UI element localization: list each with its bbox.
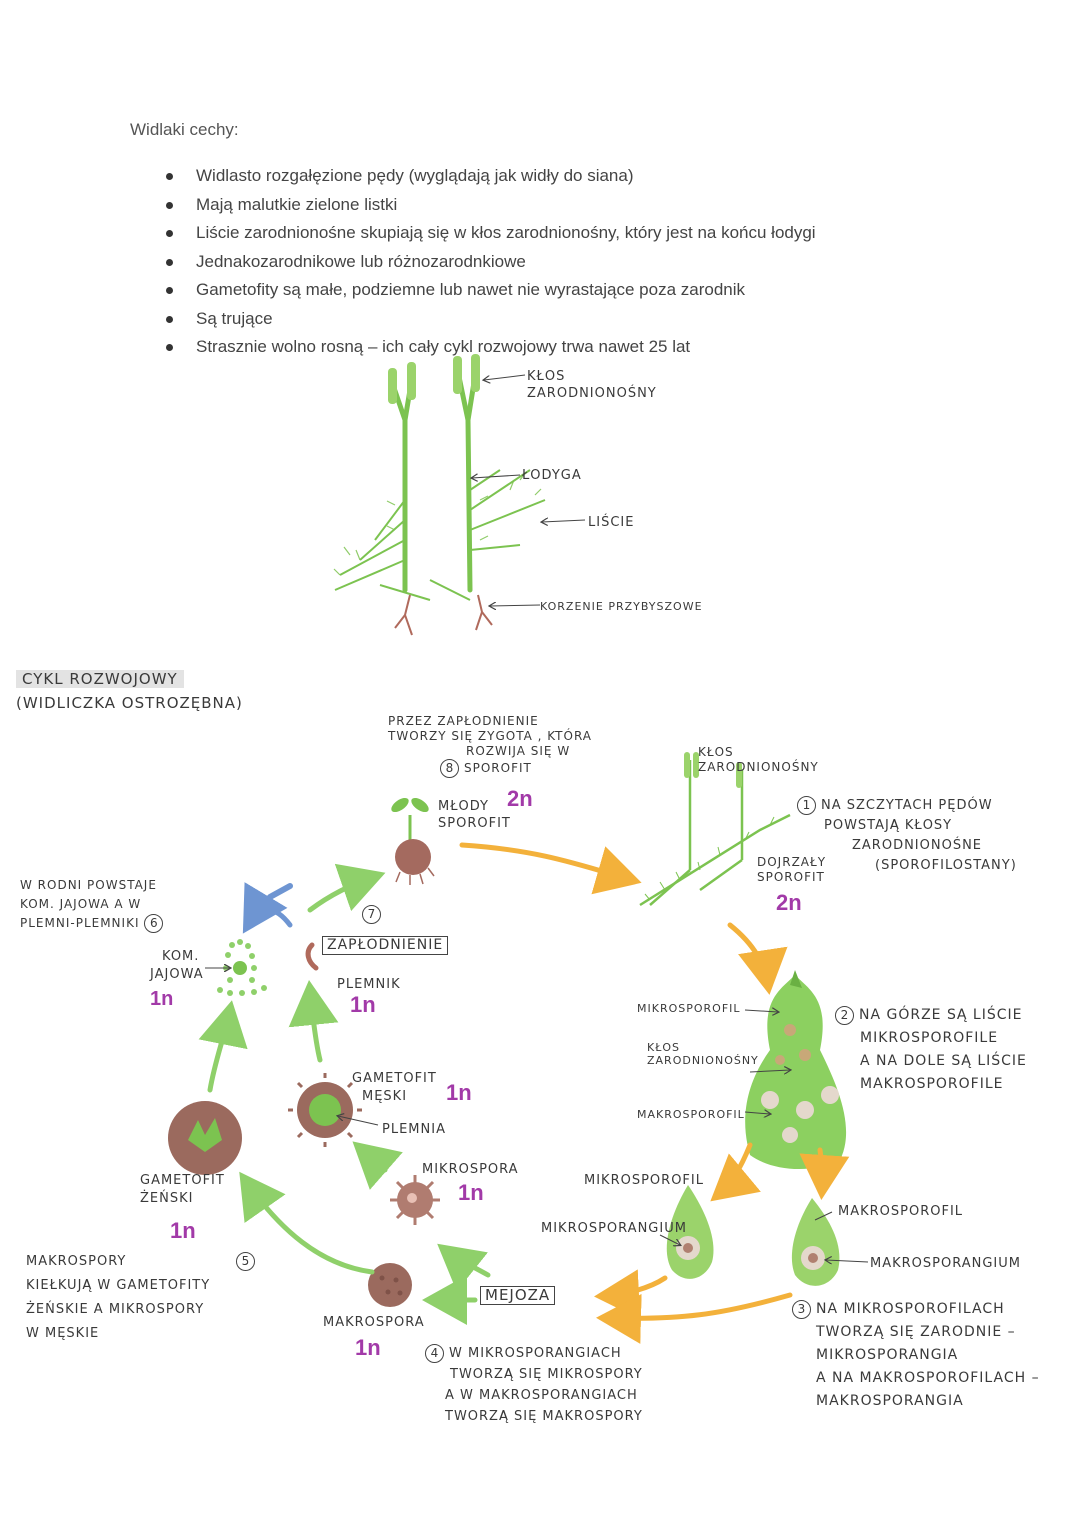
step-number: 2 — [835, 1006, 854, 1025]
label-sperm: PLEMNIK — [337, 977, 401, 992]
ploidy-microspore: 1n — [458, 1180, 484, 1205]
cycle-subtitle: (WIDLICZKA OSTROZĘBNA) — [16, 694, 243, 712]
label-top-strobilus: KŁOS ZARODNIONOŚNY — [698, 745, 819, 774]
female-gametophyte — [168, 1101, 242, 1175]
ploidy-macrospore: 1n — [355, 1335, 381, 1360]
ploidy-male-gametophyte: 1n — [446, 1080, 472, 1105]
list-item: Strasznie wolno rosną – ich cały cykl ro… — [160, 333, 816, 362]
label-macrosporophyll: MAKROSPOROFIL — [838, 1204, 964, 1219]
step-number: 1 — [797, 796, 816, 815]
label-roots: KORZENIE PRZYBYSZOWE — [540, 600, 703, 613]
step-number: 3 — [792, 1300, 811, 1319]
label-strobilus-mid: KŁOS ZARODNIONOŚNY — [647, 1041, 759, 1067]
page-title: Widlaki cechy: — [130, 120, 239, 139]
label-strobilus: KŁOS ZARODNIONOŚNY — [527, 369, 657, 401]
step-6-text: W RODNI POWSTAJE KOM. JAJOWA A W PLEMNI-… — [20, 876, 168, 933]
label-egg-cell: KOM. JAJOWA — [150, 949, 204, 982]
label-stem: ŁODYGA — [522, 468, 582, 483]
list-item: Gametofity są małe, podziemne lub nawet … — [160, 276, 816, 305]
label-fertilization: ZAPŁODNIENIE — [322, 936, 449, 955]
cycle-title: CYKL ROZWOJOWY (WIDLICZKA OSTROZĘBNA) — [16, 670, 243, 712]
label-macrospore: MAKROSPORA — [323, 1315, 425, 1330]
label-microsporophyll-top: MIKROSPOROFIL — [637, 1002, 741, 1015]
macrosporophyll — [791, 1198, 840, 1286]
label-leaves: LIŚCIE — [588, 515, 635, 530]
label-antheridium: PLEMNIA — [382, 1122, 446, 1137]
step-number: 8 — [440, 759, 459, 778]
label-meiosis: MEJOZA — [480, 1286, 556, 1305]
list-item: Mają malutkie zielone listki — [160, 191, 816, 220]
step-7-number: 7 — [362, 905, 386, 924]
step-number: 5 — [236, 1252, 255, 1271]
label-male-gametophyte: GAMETOFIT MĘSKI — [352, 1071, 437, 1104]
label-young-sporophyte: MŁODY SPOROFIT — [438, 799, 511, 831]
young-sporophyte — [391, 797, 435, 885]
ploidy-mature-sporophyte: 2n — [776, 890, 802, 915]
microsporophyll — [666, 1185, 714, 1279]
mature-sporophyte — [639, 752, 791, 907]
male-gametophyte — [288, 1073, 379, 1147]
sperm — [305, 942, 319, 971]
step-number: 6 — [144, 914, 164, 933]
microspore — [390, 1175, 440, 1225]
label-macrosporangium: MAKROSPORANGIUM — [870, 1256, 1021, 1271]
cycle-arrows — [198, 842, 850, 1344]
feature-list: Widlasto rozgałęzione pędy (wyglądają ja… — [160, 162, 816, 362]
label-microspore: MIKROSPORA — [422, 1162, 519, 1177]
list-item: Są trujące — [160, 305, 816, 334]
ploidy-female-gametophyte: 1n — [170, 1218, 196, 1243]
strobilus-detail — [744, 970, 847, 1170]
label-microsporophyll: MIKROSPOROFIL — [584, 1173, 704, 1188]
macrospore — [368, 1263, 412, 1307]
archegonium — [205, 939, 267, 996]
label-female-gametophyte: GAMETOFIT ŻEŃSKI — [140, 1173, 225, 1206]
step-8-text: PRZEZ ZAPŁODNIENIE TWORZY SIĘ ZYGOTA , K… — [388, 714, 592, 778]
clubmoss-plant — [333, 354, 586, 636]
label-mature-sporophyte: DOJRZAŁY SPOROFIT — [757, 855, 827, 884]
list-item: Jednakozarodnikowe lub różnozarodnkiowe — [160, 248, 816, 277]
list-item: Liście zarodnionośne skupiają się w kłos… — [160, 219, 816, 248]
list-item: Widlasto rozgałęzione pędy (wyglądają ja… — [160, 162, 816, 191]
step-number: 4 — [425, 1344, 444, 1363]
label-microsporangium: MIKROSPORANGIUM — [541, 1221, 687, 1236]
label-macrosporophyll-top: MAKROSPOROFIL — [637, 1108, 745, 1121]
step-number: 7 — [362, 905, 381, 924]
ploidy-egg-cell: 1n — [150, 988, 174, 1010]
ploidy-young-sporophyte: 2n — [507, 786, 533, 811]
ploidy-sperm: 1n — [350, 992, 376, 1017]
